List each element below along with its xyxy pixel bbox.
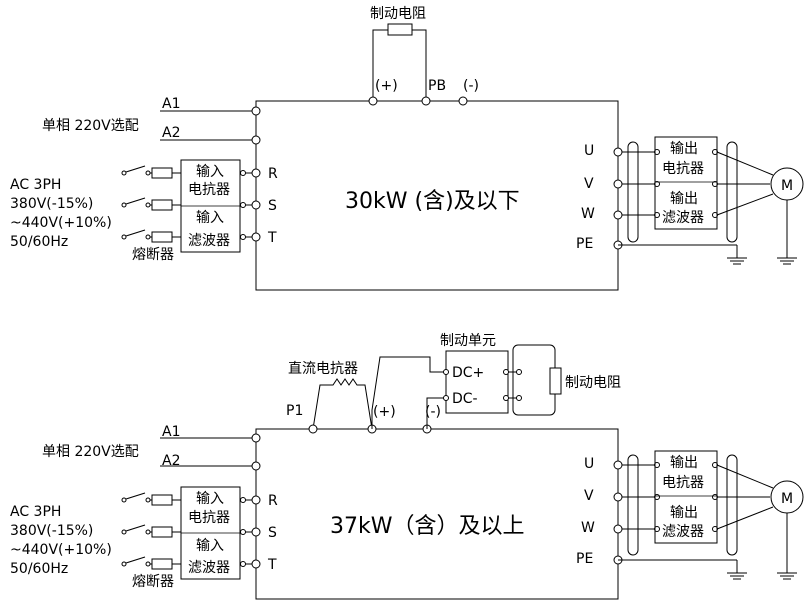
bottom-diagram: 37kW（含）及以上 直流电抗器 P1 (+) (-) 制动单元 DC+ DC-… [10, 333, 804, 600]
bottom-plus-label: (+) [373, 404, 396, 420]
bottom-brake-unit [445, 350, 509, 414]
bottom-dc-reactor-label: 直流电抗器 [288, 360, 358, 377]
bottom-a1-label: A1 [162, 424, 180, 440]
bottom-a2-term [251, 461, 261, 471]
bottom-minus-label: (-) [425, 404, 441, 420]
bottom-v-label: V [584, 488, 594, 504]
top-term-minus [458, 96, 468, 106]
bottom-motor-label: M [781, 491, 793, 507]
top-out-filter-2: 滤波器 [662, 210, 704, 226]
top-a2-term [251, 135, 261, 145]
top-a1-term [251, 106, 261, 116]
top-in-filter-2: 滤波器 [188, 233, 230, 249]
bottom-in-reactor-2: 电抗器 [188, 510, 230, 526]
bottom-r-label: R [268, 493, 278, 509]
top-in-reactor-2: 电抗器 [188, 182, 230, 198]
bottom-output-wiring [613, 454, 797, 580]
bottom-dc-plus-wire [371, 356, 444, 429]
top-fuse-label: 熔断器 [132, 247, 174, 263]
top-out-reactor-2: 电抗器 [662, 161, 704, 177]
top-ac-line2: 380V(-15%) [10, 196, 93, 212]
top-input-to-inverter [240, 168, 261, 242]
top-brake-resistor-label: 制动电阻 [370, 6, 426, 22]
bottom-brake-link [512, 344, 556, 416]
bottom-s-label: S [268, 525, 277, 541]
top-term-plus [368, 96, 378, 106]
bottom-dc-reactor [312, 378, 373, 430]
top-out-reactor-1: 输出 [670, 141, 698, 157]
bottom-dc-minus-wire [426, 397, 444, 429]
bottom-w-label: W [581, 520, 595, 536]
top-term-plus-label: (+) [375, 78, 398, 94]
bottom-ac-line2: 380V(-15%) [10, 523, 93, 539]
top-ac-line4: 50/60Hz [10, 234, 68, 250]
top-t-label: T [267, 230, 277, 246]
top-brake-wires [372, 29, 427, 101]
bottom-in-reactor-1: 输入 [196, 491, 224, 507]
top-a1-label: A1 [162, 96, 180, 112]
top-ac-line3: ~440V(+10%) [10, 215, 112, 231]
top-s-label: S [268, 198, 277, 214]
top-output-box [654, 136, 718, 230]
bottom-in-filter-2: 滤波器 [188, 560, 230, 576]
bottom-a1-term [251, 433, 261, 443]
bottom-brake-resistor-label: 制动电阻 [565, 375, 621, 391]
top-in-reactor-1: 输入 [196, 164, 224, 180]
bottom-out-filter-1: 输出 [670, 505, 698, 521]
bottom-motor [770, 480, 804, 514]
bottom-dc-minus-label: DC- [452, 391, 478, 407]
bottom-u-label: U [584, 456, 594, 472]
top-single-phase-label: 单相 220V选配 [42, 118, 139, 134]
top-diagram: 30kW (含)及以下 制动电阻 (+) PB (-) A1 A2 单相 220… [10, 6, 804, 291]
bottom-out-filter-2: 滤波器 [662, 524, 704, 540]
top-motor-label: M [781, 178, 793, 194]
top-ac-line1: AC 3PH [10, 177, 61, 193]
bottom-t-label: T [267, 557, 277, 573]
top-input-lines [121, 165, 181, 243]
top-r-label: R [268, 166, 278, 182]
bottom-dc-plus-label: DC+ [452, 365, 484, 381]
top-output-wiring [613, 141, 797, 265]
top-v-label: V [584, 176, 594, 192]
bottom-output-box [654, 450, 718, 544]
top-inverter-box [255, 100, 619, 291]
bottom-term-p1 [308, 424, 318, 434]
top-out-filter-1: 输出 [670, 191, 698, 207]
top-in-filter-1: 输入 [196, 210, 224, 226]
bottom-ac-line3: ~440V(+10%) [10, 542, 112, 558]
bottom-p1-label: P1 [286, 403, 303, 419]
bottom-out-reactor-1: 输出 [670, 455, 698, 471]
bottom-single-phase-label: 单相 220V选配 [42, 444, 139, 460]
bottom-inverter-box [255, 428, 619, 600]
top-brake-resistor [387, 23, 413, 36]
bottom-brake-resistor [549, 367, 562, 395]
bottom-fuse-label: 熔断器 [132, 574, 174, 590]
bottom-ac-line4: 50/60Hz [10, 561, 68, 577]
bottom-main-label: 37kW（含）及以上 [330, 514, 525, 539]
bottom-in-filter-1: 输入 [196, 538, 224, 554]
bottom-a2-label: A2 [162, 453, 180, 469]
bottom-pe-label: PE [576, 551, 593, 567]
top-u-label: U [584, 143, 594, 159]
top-w-label: W [581, 206, 595, 222]
bottom-input-lines [121, 492, 181, 570]
bottom-brake-unit-label: 制动单元 [440, 333, 496, 349]
top-term-pb-label: PB [428, 78, 446, 94]
top-pe-label: PE [576, 236, 593, 252]
top-main-label: 30kW (含)及以下 [345, 189, 520, 214]
bottom-out-reactor-2: 电抗器 [662, 475, 704, 491]
top-a2-label: A2 [162, 125, 180, 141]
top-term-minus-label: (-) [463, 78, 479, 94]
top-term-pb [421, 96, 431, 106]
bottom-input-to-inverter [240, 495, 261, 569]
top-motor [770, 167, 804, 201]
bottom-ac-line1: AC 3PH [10, 504, 61, 520]
